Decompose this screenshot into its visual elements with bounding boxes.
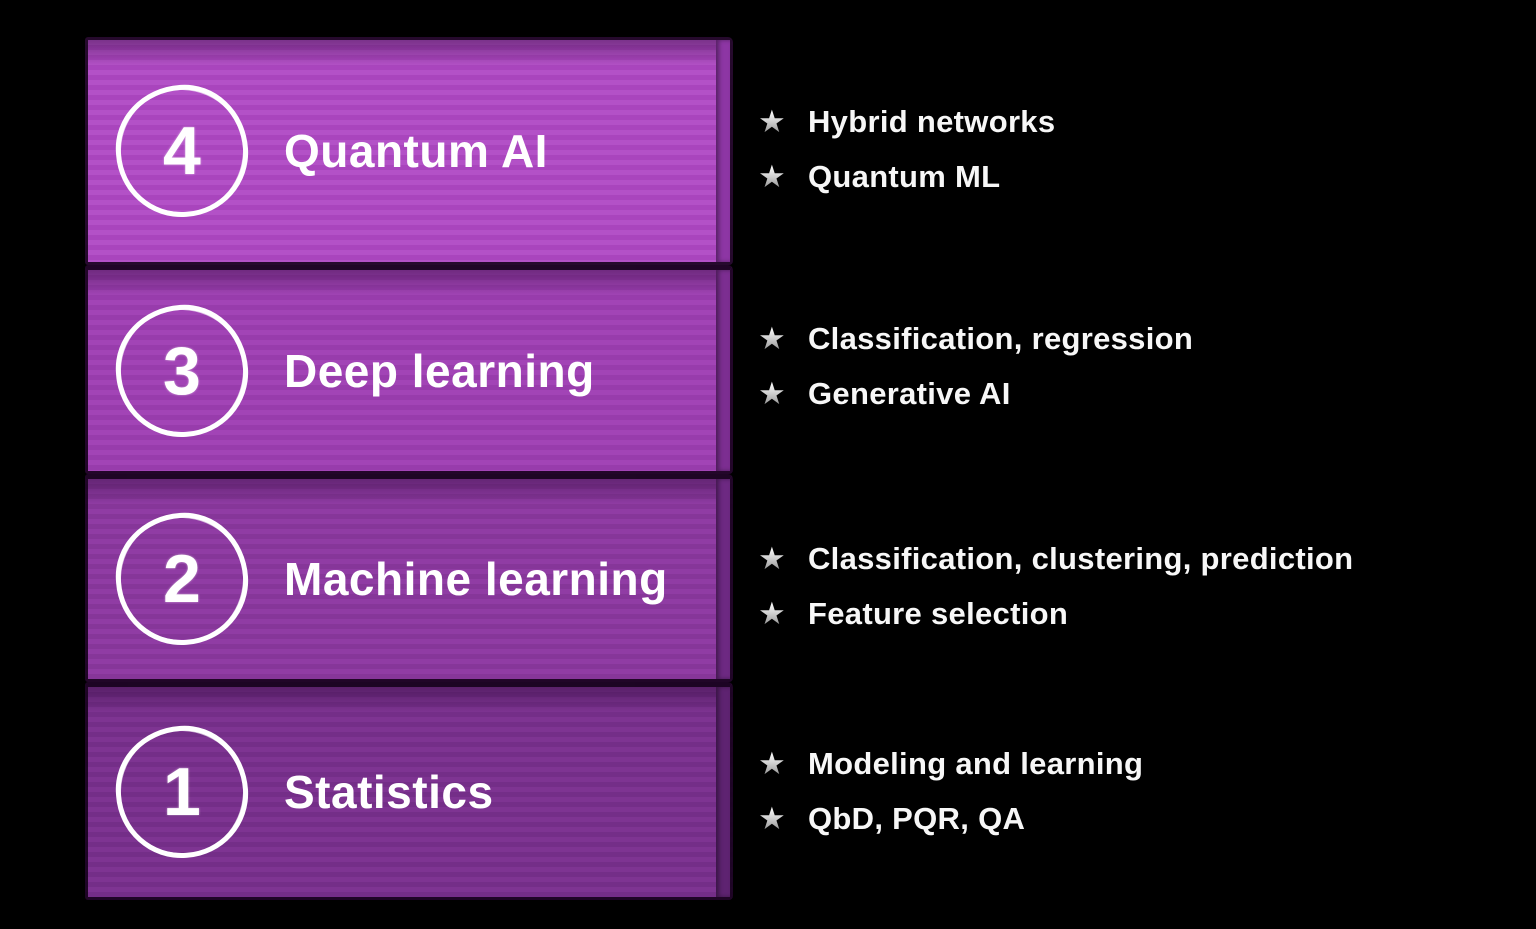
tier-stack: 4 Quantum AI 3 Deep learning 2 Machine l… <box>85 37 733 900</box>
tier-3-right-edge <box>716 270 730 471</box>
bullet-label: Quantum ML <box>808 158 1001 194</box>
bullet-item: ★ Classification, regression <box>758 311 1193 366</box>
star-icon: ★ <box>758 378 796 409</box>
bullet-label: Classification, regression <box>808 320 1194 356</box>
star-icon: ★ <box>758 106 796 137</box>
tier-1-number: 1 <box>163 754 201 831</box>
star-icon: ★ <box>758 803 796 834</box>
bullet-label: Generative AI <box>808 375 1011 411</box>
tier-4-bar: 4 Quantum AI <box>85 37 733 265</box>
tier-2-bullets: ★ Classification, clustering, prediction… <box>758 531 1353 641</box>
star-icon: ★ <box>758 543 796 574</box>
tier-2-right-edge <box>716 479 730 679</box>
tier-3-bar: 3 Deep learning <box>85 265 733 474</box>
bullet-label: Modeling and learning <box>808 745 1144 781</box>
tier-1-right-edge <box>716 687 730 897</box>
tier-4-right-edge <box>716 40 730 262</box>
tier-2-number: 2 <box>163 541 201 618</box>
tier-4-number-badge: 4 <box>111 80 253 222</box>
tier-4-bullets: ★ Hybrid networks ★ Quantum ML <box>758 94 1055 204</box>
tier-2-number-badge: 2 <box>111 508 253 650</box>
tier-2-title: Machine learning <box>284 553 668 605</box>
tier-4-title: Quantum AI <box>284 125 548 177</box>
star-icon: ★ <box>758 161 796 192</box>
bullet-label: Feature selection <box>808 595 1069 631</box>
bullet-item: ★ Modeling and learning <box>758 736 1143 791</box>
bullet-item: ★ Feature selection <box>758 586 1353 641</box>
tier-1-bullets: ★ Modeling and learning ★ QbD, PQR, QA <box>758 736 1143 846</box>
bullet-item: ★ Classification, clustering, prediction <box>758 531 1353 586</box>
star-icon: ★ <box>758 323 796 354</box>
star-icon: ★ <box>758 748 796 779</box>
tier-1-bar: 1 Statistics <box>85 682 733 900</box>
tier-4-number: 4 <box>163 113 201 190</box>
tier-3-number-badge: 3 <box>111 300 253 441</box>
star-icon: ★ <box>758 598 796 629</box>
bullet-label: QbD, PQR, QA <box>808 800 1026 836</box>
tier-3-title: Deep learning <box>284 344 595 397</box>
tier-1-number-badge: 1 <box>111 721 253 863</box>
bullet-item: ★ QbD, PQR, QA <box>758 791 1143 846</box>
tier-3-number: 3 <box>163 332 201 409</box>
bullet-label: Hybrid networks <box>808 103 1056 139</box>
tier-1-title: Statistics <box>284 766 494 818</box>
tier-3-bullets: ★ Classification, regression ★ Generativ… <box>758 311 1193 421</box>
tier-2-bar: 2 Machine learning <box>85 474 733 682</box>
bullet-label: Classification, clustering, prediction <box>808 540 1354 576</box>
bullet-item: ★ Hybrid networks <box>758 94 1055 149</box>
bullet-item: ★ Generative AI <box>758 366 1193 421</box>
bullet-item: ★ Quantum ML <box>758 149 1055 204</box>
